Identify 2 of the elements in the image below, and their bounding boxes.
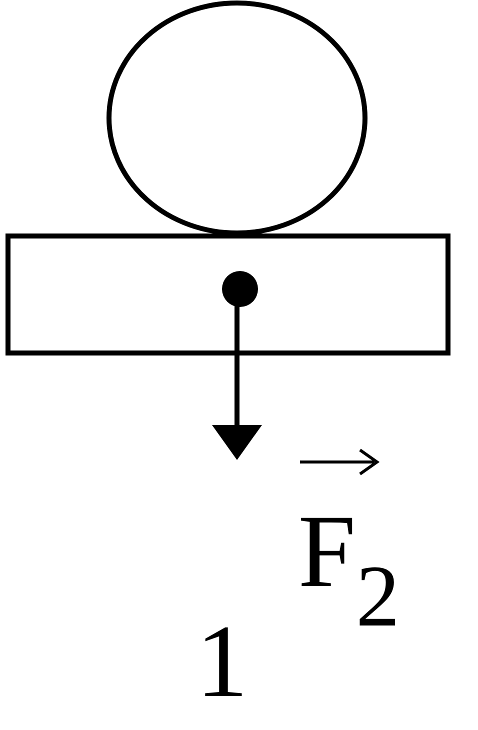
force-label: F$_{2}$ xyxy=(298,500,400,642)
part-number: 1 xyxy=(196,610,248,714)
